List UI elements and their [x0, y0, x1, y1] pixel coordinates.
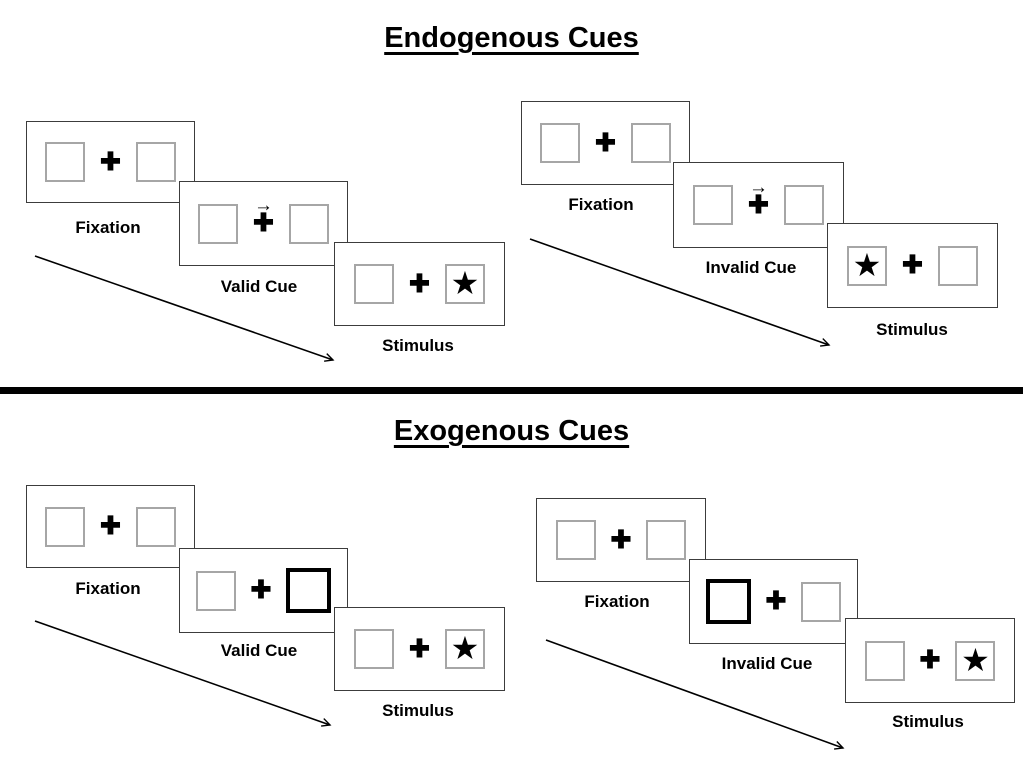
left-box [45, 142, 86, 182]
fixation-cross-icon: ✚ [919, 646, 941, 674]
exogenous-invalid-stimulus-panel: ✚ ★ [845, 618, 1015, 703]
right-box [288, 203, 329, 244]
left-box [864, 640, 905, 681]
endogenous-section-title: Endogenous Cues [384, 22, 639, 54]
step-label-valid-cue: Valid Cue [220, 641, 298, 660]
step-label-fixation: Fixation [584, 592, 650, 611]
right-box [783, 185, 824, 225]
exogenous-invalid-fixation-panel: ✚ [536, 498, 706, 582]
endogenous-invalid-stimulus-panel: ★ ✚ [827, 223, 998, 308]
right-box [801, 581, 842, 622]
left-box [540, 123, 581, 163]
right-box [937, 245, 978, 286]
exogenous-valid-fixation-panel: ✚ [26, 485, 195, 568]
right-box: ★ [955, 640, 996, 681]
step-label-fixation: Fixation [75, 579, 141, 598]
fixation-cross-icon: ✚ [748, 190, 769, 219]
step-label-stimulus: Stimulus [382, 701, 454, 720]
fixation-cross-icon: ✚ [902, 251, 923, 279]
endogenous-valid-stimulus-panel: ✚ ★ [334, 242, 505, 326]
step-label-stimulus: Stimulus [382, 336, 454, 355]
left-box-cue-highlight [705, 579, 751, 624]
fixation-cross-icon: ✚ [100, 147, 121, 176]
endogenous-invalid-cue-panel: → ✚ [673, 162, 844, 248]
cue-arrow-icon: → [253, 195, 273, 216]
right-box: ★ [444, 264, 485, 304]
step-label-valid-cue: Valid Cue [220, 277, 298, 296]
right-box: ★ [444, 629, 485, 669]
right-box [646, 520, 687, 560]
fixation-cross-icon: ✚ [253, 209, 274, 237]
cue-arrow-icon: → [748, 176, 768, 198]
right-box-cue-highlight [286, 568, 332, 613]
left-box [198, 203, 239, 244]
left-box [354, 629, 395, 669]
right-box [135, 142, 176, 182]
step-label-fixation: Fixation [568, 195, 634, 214]
left-box [195, 570, 236, 611]
step-label-fixation: Fixation [75, 218, 141, 237]
exogenous-valid-cue-panel: ✚ [179, 548, 348, 633]
left-box [45, 506, 86, 547]
exogenous-invalid-cue-panel: ✚ [689, 559, 858, 644]
left-box: ★ [847, 245, 888, 286]
left-box [354, 264, 395, 304]
fixation-cross-icon: ✚ [765, 587, 787, 615]
exogenous-valid-stimulus-panel: ✚ ★ [334, 607, 505, 691]
section-divider [0, 387, 1023, 394]
fixation-cross-icon: ✚ [610, 525, 632, 554]
right-box [630, 123, 671, 163]
sequence-arrow [34, 255, 335, 362]
endogenous-valid-fixation-panel: ✚ [26, 121, 195, 203]
sequence-arrow [34, 620, 332, 727]
endogenous-invalid-fixation-panel: ✚ [521, 101, 690, 185]
target-star-icon: ★ [961, 641, 990, 678]
exogenous-section-title: Exogenous Cues [393, 415, 630, 447]
target-star-icon: ★ [852, 246, 882, 283]
right-box [135, 506, 176, 547]
sequence-arrow [529, 238, 831, 347]
step-label-invalid-cue: Invalid Cue [705, 258, 797, 277]
step-label-stimulus: Stimulus [892, 712, 964, 731]
target-star-icon: ★ [450, 265, 480, 301]
sequence-arrow [545, 639, 845, 750]
fixation-cross-icon: ✚ [409, 269, 430, 298]
fixation-cross-icon: ✚ [409, 634, 430, 663]
left-box [693, 185, 734, 225]
target-star-icon: ★ [450, 630, 480, 666]
endogenous-valid-cue-panel: → ✚ [179, 181, 348, 266]
step-label-invalid-cue: Invalid Cue [721, 654, 813, 673]
left-box [555, 520, 596, 560]
step-label-stimulus: Stimulus [876, 320, 948, 339]
fixation-cross-icon: ✚ [250, 576, 272, 604]
fixation-cross-icon: ✚ [595, 128, 616, 157]
fixation-cross-icon: ✚ [100, 512, 121, 540]
